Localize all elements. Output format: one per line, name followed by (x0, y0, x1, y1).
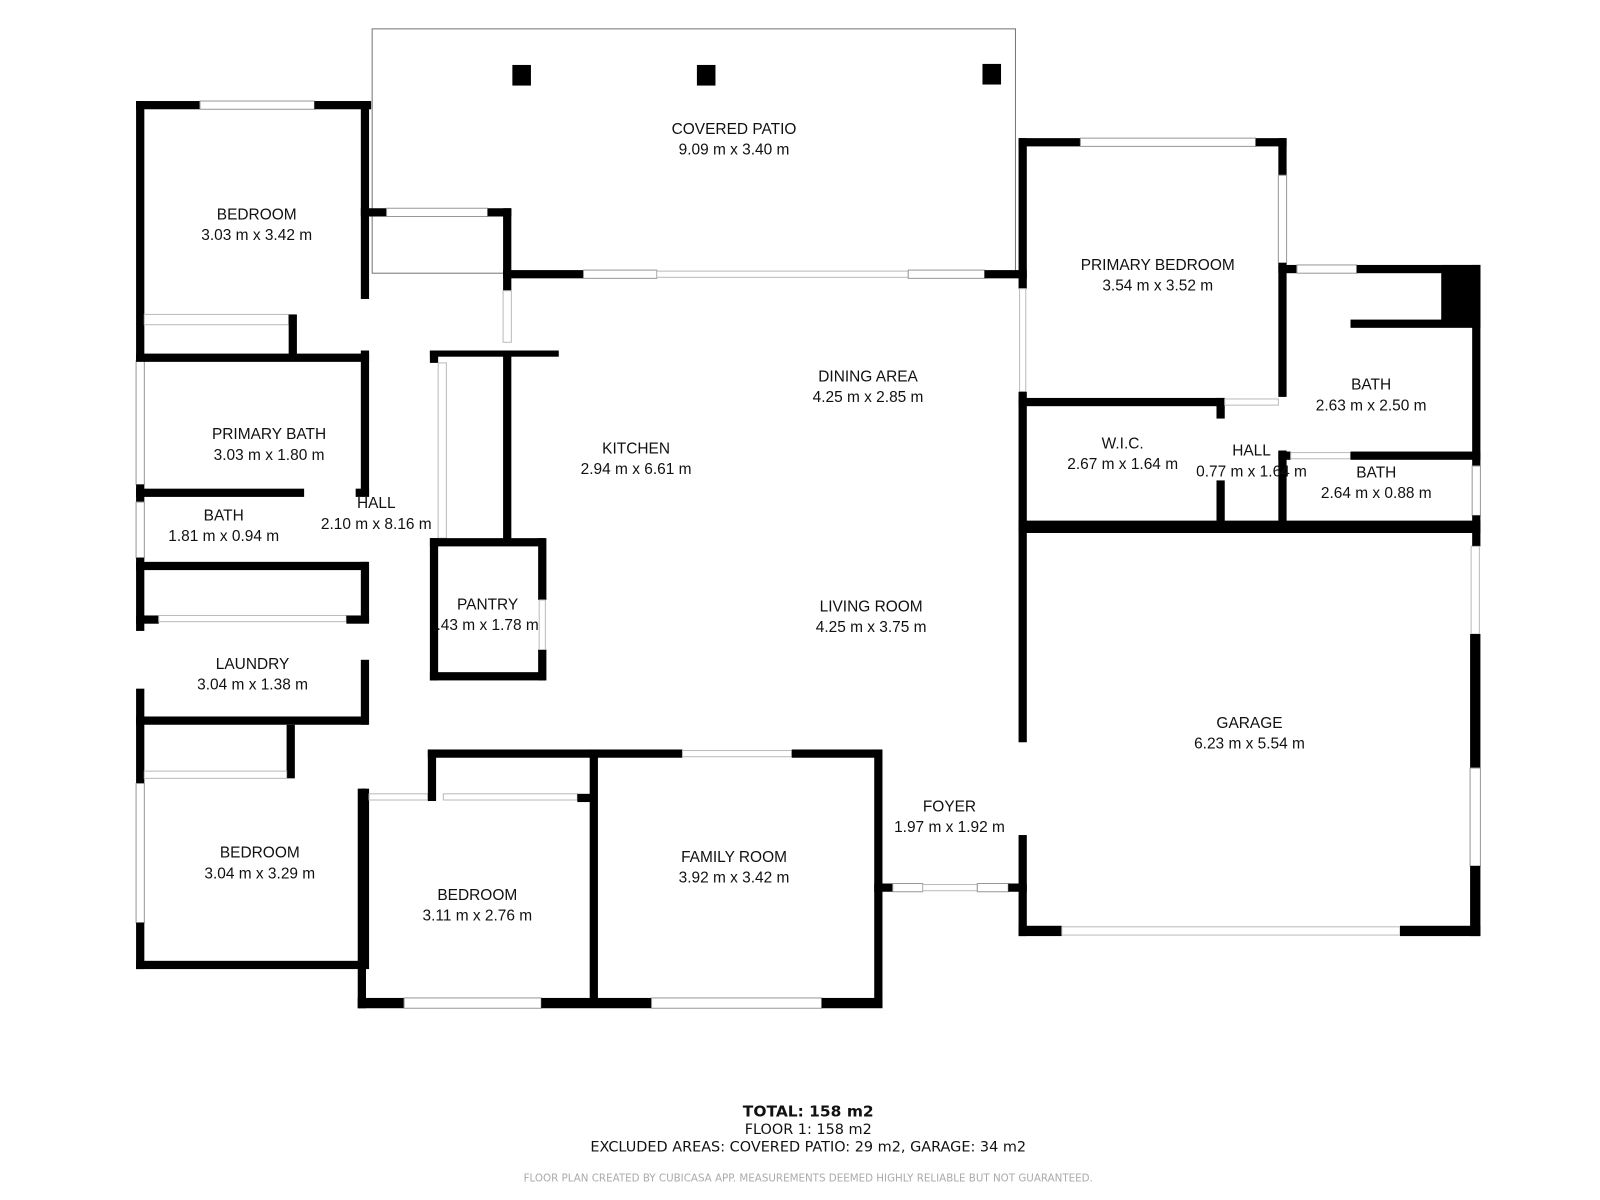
room-name: PRIMARY BEDROOM (1081, 257, 1235, 274)
floor-area: FLOOR 1: 158 m2 (745, 1122, 872, 1138)
room-dims: 3.03 m x 3.42 m (201, 227, 312, 244)
room-name: BATH (204, 508, 244, 525)
room-name: LAUNDRY (216, 656, 290, 673)
room-dims: 2.63 m x 2.50 m (1316, 397, 1427, 414)
room-dims: 1.81 m x 0.94 m (168, 528, 279, 545)
room-name: HALL (357, 495, 396, 512)
room-dims: 2.10 m x 8.16 m (321, 516, 432, 533)
room-dims: 3.04 m x 1.38 m (197, 677, 308, 694)
room-dims: 0.77 m x 1.64 m (1196, 463, 1307, 480)
room-name: FOYER (923, 798, 976, 815)
room-dims: 4.25 m x 2.85 m (813, 389, 924, 406)
walls (135, 100, 1481, 1009)
room-name: PANTRY (457, 596, 518, 613)
room-name: BEDROOM (220, 845, 300, 862)
room-name: BATH (1351, 377, 1391, 394)
room-dims: .43 m x 1.78 m (437, 617, 539, 634)
room-dims: 2.64 m x 0.88 m (1321, 485, 1432, 502)
room-name: BEDROOM (437, 887, 517, 904)
room-labels: COVERED PATIO 9.09 m x 3.40 m BEDROOM 3.… (168, 121, 1431, 925)
room-name: DINING AREA (818, 368, 918, 385)
room-name: W.I.C. (1102, 435, 1144, 452)
room-name: KITCHEN (602, 441, 670, 458)
excluded-areas: EXCLUDED AREAS: COVERED PATIO: 29 m2, GA… (590, 1140, 1026, 1156)
total-area: TOTAL: 158 m2 (743, 1102, 874, 1120)
disclaimer: FLOOR PLAN CREATED BY CUBICASA APP. MEAS… (524, 1172, 1093, 1184)
room-name: FAMILY ROOM (681, 849, 787, 866)
room-dims: 3.03 m x 1.80 m (214, 447, 325, 464)
room-name: PRIMARY BATH (212, 426, 326, 443)
patio-post (696, 64, 716, 86)
room-dims: 9.09 m x 3.40 m (679, 142, 790, 159)
room-name: LIVING ROOM (820, 598, 923, 615)
room-name: GARAGE (1216, 715, 1282, 732)
room-dims: 3.92 m x 3.42 m (679, 869, 790, 886)
room-dims: 2.67 m x 1.64 m (1067, 456, 1178, 473)
room-name: COVERED PATIO (672, 121, 797, 138)
patio-post (512, 64, 531, 86)
room-dims: 6.23 m x 5.54 m (1194, 735, 1305, 752)
room-dims: 3.04 m x 3.29 m (204, 865, 315, 882)
area-summary: TOTAL: 158 m2 FLOOR 1: 158 m2 EXCLUDED A… (524, 1102, 1093, 1184)
room-dims: 2.94 m x 6.61 m (581, 461, 692, 478)
patio-post (982, 63, 1002, 85)
room-dims: 1.97 m x 1.92 m (894, 819, 1005, 836)
room-name: BATH (1356, 464, 1396, 481)
room-dims: 4.25 m x 3.75 m (816, 619, 927, 636)
room-dims: 3.11 m x 2.76 m (422, 908, 532, 925)
room-dims: 3.54 m x 3.52 m (1102, 278, 1213, 295)
room-name: BEDROOM (217, 207, 297, 224)
room-name: HALL (1232, 443, 1271, 460)
